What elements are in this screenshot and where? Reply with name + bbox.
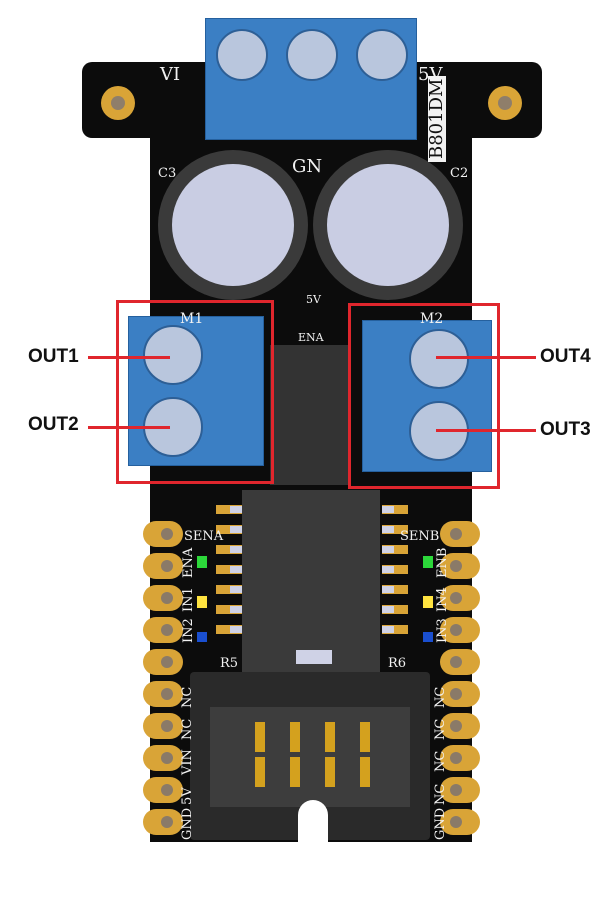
power-terminal-block xyxy=(205,18,417,140)
smd-pad xyxy=(216,525,242,534)
highlight-box-m2 xyxy=(348,303,500,489)
callout-line-out2 xyxy=(88,426,170,429)
smd-pad xyxy=(216,625,242,634)
smd-pad xyxy=(216,585,242,594)
pin-pad xyxy=(143,745,183,771)
driver-chip xyxy=(270,345,350,485)
terminal-screw xyxy=(286,29,338,81)
silk-gnd: GN xyxy=(292,156,323,177)
smd-pad xyxy=(382,505,408,514)
led-yellow-right xyxy=(423,596,433,608)
motor-terminal-m2 xyxy=(362,320,492,472)
header-pin xyxy=(255,757,265,787)
label-out2: OUT2 xyxy=(28,414,79,435)
silk-left-pin-2: NC xyxy=(180,718,195,740)
pin-pad xyxy=(143,585,183,611)
silk-m1: M1 xyxy=(180,311,204,327)
silk-right-pin-1: NC xyxy=(433,686,448,708)
silk-left-pin-3: VIN xyxy=(180,749,195,775)
pin-pad xyxy=(143,553,183,579)
callout-line-out3 xyxy=(436,429,536,432)
label-out4: OUT4 xyxy=(540,346,591,367)
pin-pad xyxy=(440,649,480,675)
led-blue-left xyxy=(197,632,207,642)
pin-pad xyxy=(143,521,183,547)
pin-pad xyxy=(143,713,183,739)
board-id: B801DM xyxy=(426,75,447,162)
header-socket xyxy=(210,707,410,807)
smd-pad xyxy=(216,545,242,554)
terminal-screw-out4 xyxy=(409,329,469,389)
smd-pad xyxy=(216,565,242,574)
silk-r5: R5 xyxy=(220,656,239,671)
pin-pad xyxy=(143,777,183,803)
led-yellow-left xyxy=(197,596,207,608)
led-green-left xyxy=(197,556,207,568)
smd-pad xyxy=(382,545,408,554)
terminal-screw-out1 xyxy=(143,325,203,385)
silk-5v-mid: 5V xyxy=(306,293,321,306)
silk-m2: M2 xyxy=(420,311,444,327)
silk-left-pin-1: NC xyxy=(180,686,195,708)
silk-in3: IN3 xyxy=(435,618,450,643)
header-pin xyxy=(325,722,335,752)
terminal-screw xyxy=(356,29,408,81)
silk-enb: ENB xyxy=(435,547,450,578)
label-out1: OUT1 xyxy=(28,346,79,367)
highlight-box-m1 xyxy=(116,300,274,484)
header-pin xyxy=(290,722,300,752)
silk-right-pin-5: GND xyxy=(433,807,448,840)
silk-right-pin-2: NC xyxy=(433,718,448,740)
silk-ena-mid: ENA xyxy=(298,331,324,344)
ic-pad xyxy=(296,650,332,664)
mounting-hole-left xyxy=(101,86,135,120)
header-pin xyxy=(290,757,300,787)
header-pin xyxy=(360,722,370,752)
ic-body xyxy=(242,490,380,680)
led-blue-right xyxy=(423,632,433,642)
silk-in2: IN2 xyxy=(181,618,196,643)
header-pin xyxy=(325,757,335,787)
silk-left-pin-5: GND xyxy=(180,807,195,840)
pin-pad xyxy=(440,521,480,547)
terminal-screw xyxy=(216,29,268,81)
silk-r6: R6 xyxy=(388,656,407,671)
silk-ena: ENA xyxy=(181,547,196,578)
motor-terminal-m1 xyxy=(128,316,264,466)
silk-in4: IN4 xyxy=(435,587,450,612)
header-pin xyxy=(255,722,265,752)
pin-pad xyxy=(143,681,183,707)
callout-line-out1 xyxy=(88,356,170,359)
silk-c2: C2 xyxy=(450,166,469,181)
silk-c3: C3 xyxy=(158,166,177,181)
pin-pad xyxy=(143,649,183,675)
smd-pad xyxy=(216,605,242,614)
smd-pad xyxy=(382,565,408,574)
smd-pad xyxy=(382,625,408,634)
silk-right-pin-4: NC xyxy=(433,783,448,805)
smd-pad xyxy=(382,585,408,594)
header-pin xyxy=(360,757,370,787)
capacitor-left xyxy=(158,150,308,300)
silk-left-pin-4: 5V xyxy=(180,787,195,805)
callout-line-out4 xyxy=(436,356,536,359)
silk-in1: IN1 xyxy=(181,587,196,612)
pin-pad xyxy=(143,809,183,835)
capacitor-right xyxy=(313,150,463,300)
led-green-right xyxy=(423,556,433,568)
silk-vin: VI xyxy=(160,64,181,85)
silk-right-pin-3: NC xyxy=(433,750,448,772)
smd-pad xyxy=(382,605,408,614)
pin-pad xyxy=(143,617,183,643)
silk-senb: SENB xyxy=(400,529,440,544)
smd-pad xyxy=(216,505,242,514)
silk-sena: SENA xyxy=(184,529,224,544)
label-out3: OUT3 xyxy=(540,419,591,440)
board-notch xyxy=(298,800,328,850)
mounting-hole-right xyxy=(488,86,522,120)
